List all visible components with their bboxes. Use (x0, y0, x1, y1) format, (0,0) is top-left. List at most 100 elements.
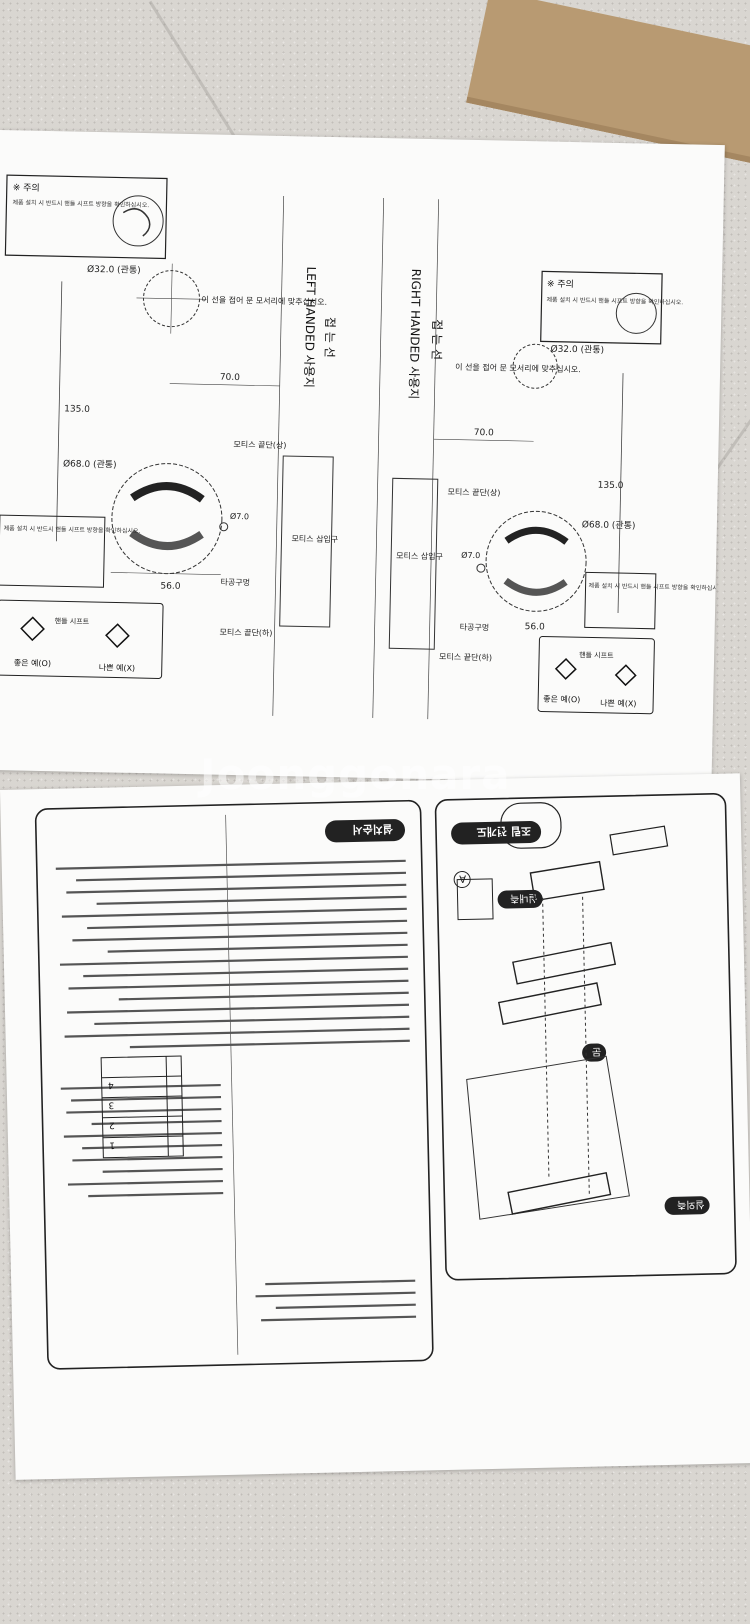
steps-table: 1 2 3 4 (100, 1055, 184, 1159)
dim-32-left: Ø32.0 (관통) (87, 264, 141, 276)
dim-135-right: 135.0 (598, 481, 624, 492)
step-text-lines (55, 859, 417, 1322)
rosette-arc-bottom (503, 577, 568, 596)
note-box-left (0, 514, 106, 588)
caution-title-right: ※ 주의 (547, 278, 574, 290)
dim-56-left: 56.0 (160, 581, 181, 591)
crosshair (170, 263, 173, 334)
dim-line-135-right (617, 373, 624, 614)
outdoor-label: 실외측 (677, 1198, 705, 1211)
mortise-box-right (388, 477, 439, 650)
note-left: 제품 설치 시 반드시 핸들 시프트 방향을 확인하십시오. (4, 524, 141, 535)
bad-example-icon (105, 623, 130, 648)
indoor-plate-part (512, 941, 617, 985)
assembly-panel (434, 793, 737, 1281)
rosette-arc-bottom (129, 529, 204, 551)
installation-manual-drawing: 설치순서 (34, 793, 737, 1370)
hole-68-left (111, 463, 223, 575)
mortise-insert-left: 모티스 삽입구 (291, 534, 338, 544)
fold-line-right (427, 199, 439, 720)
drilling-template-sheet: ※ 주의 제품 설치 시 반드시 핸들 시프트 방향을 확인하십시오. 135.… (0, 130, 725, 786)
handle-sketch-icon (615, 292, 657, 334)
hole-7-left (219, 522, 229, 532)
dim-7-right: Ø7.0 (461, 550, 480, 560)
hole-68-right (485, 510, 587, 612)
indoor-badge (497, 889, 543, 909)
handle-shift-left: 핸들 시프트 (55, 616, 90, 626)
bad-example-icon (614, 664, 637, 687)
bad-example-right: 나쁜 예(X) (600, 698, 637, 709)
handle-sketch-icon (112, 195, 164, 247)
dim-line-70-left (169, 383, 280, 387)
mortise-part (456, 878, 494, 921)
good-example-right: 좋은 예(O) (543, 694, 580, 705)
fold-line-label-right: 접 는 선 (429, 319, 444, 360)
mortise-box-left (279, 455, 334, 628)
dim-line-70-right (433, 438, 534, 442)
dim-135-left: 135.0 (64, 404, 90, 415)
note-right: 제품 설치 시 반드시 핸들 시프트 방향을 확인하십시오. (589, 581, 725, 592)
assembly-guide-line (582, 896, 590, 1197)
tap-hole-right: 타공구멍 (460, 622, 490, 633)
table-frame (100, 1055, 184, 1159)
table-row-no: 3 (108, 1099, 114, 1109)
left-handed-label: LEFT HANDED 사용지 (302, 266, 319, 388)
table-row-no: 2 (109, 1119, 115, 1129)
assembly-title-badge (451, 820, 542, 845)
caution-title-left: ※ 주의 (13, 182, 40, 194)
assembly-guide-line (542, 897, 550, 1178)
hole-7-right (476, 563, 486, 573)
caution-body-left: 제품 설치 시 반드시 핸들 시프트 방향을 확인하십시오. (12, 198, 149, 209)
bad-example-left: 나쁜 예(X) (99, 662, 136, 673)
table-row-no: 4 (108, 1079, 114, 1089)
dim-7-left: Ø7.0 (230, 511, 249, 521)
caution-box-right (540, 270, 663, 345)
dim-68-left: Ø68.0 (관통) (63, 458, 117, 470)
outdoor-body-part (507, 1172, 612, 1215)
fold-instruction-right: 이 선을 접어 문 모서리에 맞추십시오. (455, 362, 581, 375)
example-box-right (537, 635, 655, 715)
left-handed-label-group: LEFT HANDED 사용지 접 는 선 (302, 266, 337, 388)
dim-68-right: Ø68.0 (관통) (582, 519, 636, 531)
hole-32-right (512, 343, 558, 389)
indoor-label: 실내측 (510, 892, 538, 905)
mortise-top-right: 모티스 끝단(상) (447, 486, 500, 497)
right-handed-label-group: RIGHT HANDED 사용지 접 는 선 (406, 269, 444, 400)
detail-a-label: A (459, 872, 466, 883)
fold-line-left (272, 195, 285, 716)
outdoor-badge (664, 1196, 710, 1215)
table-row-no: 1 (109, 1139, 115, 1149)
dim-56-right: 56.0 (525, 622, 546, 632)
drilling-template-drawing: ※ 주의 제품 설치 시 반드시 핸들 시프트 방향을 확인하십시오. 135.… (0, 174, 725, 720)
tap-hole-left: 타공구멍 (220, 577, 250, 588)
install-title-badge (325, 819, 406, 843)
mortise-bottom-right: 모티스 끝단(하) (439, 651, 492, 662)
dim-line-135-left (55, 281, 63, 542)
fold-instruction-left: 이 선을 접어 문 모서리에 맞추십시오. (201, 294, 327, 307)
detail-a-zoom (500, 802, 562, 849)
handle-sketch-icon (122, 208, 151, 237)
rosette-arc-top (504, 526, 569, 545)
good-example-left: 좋은 예(O) (14, 657, 51, 668)
good-example-icon (554, 658, 577, 680)
dim-32-right: Ø32.0 (관통) (550, 344, 604, 356)
note-box-right (584, 571, 657, 630)
panel-divider (225, 814, 239, 1355)
mortise-insert-right: 모티스 삽입구 (396, 551, 443, 561)
rosette-arc-top (130, 482, 205, 503)
door-label: 문 (592, 1045, 601, 1057)
indoor-cover-part (497, 982, 602, 1025)
assembly-title: 조립 전개도 (476, 824, 531, 839)
dim-line-56-left (110, 572, 221, 576)
install-title: 설치순서 (352, 822, 393, 837)
dim-70-left: 70.0 (220, 373, 241, 383)
caution-body-right: 제품 설치 시 반드시 핸들 시프트 방향을 확인하십시오. (546, 295, 683, 306)
handle-shift-right: 핸들 시프트 (579, 650, 614, 660)
indoor-body-part (529, 860, 605, 902)
fold-line-label-left: 접 는 선 (322, 317, 337, 358)
dim-70-right: 70.0 (474, 428, 495, 438)
install-steps-panel (34, 799, 434, 1370)
mortise-top-left: 모티스 끝단(상) (233, 439, 286, 450)
installation-manual-sheet: 설치순서 (0, 773, 750, 1480)
assembly-content: 조립 전개도 실내측 실외측 문 A (451, 820, 710, 1215)
